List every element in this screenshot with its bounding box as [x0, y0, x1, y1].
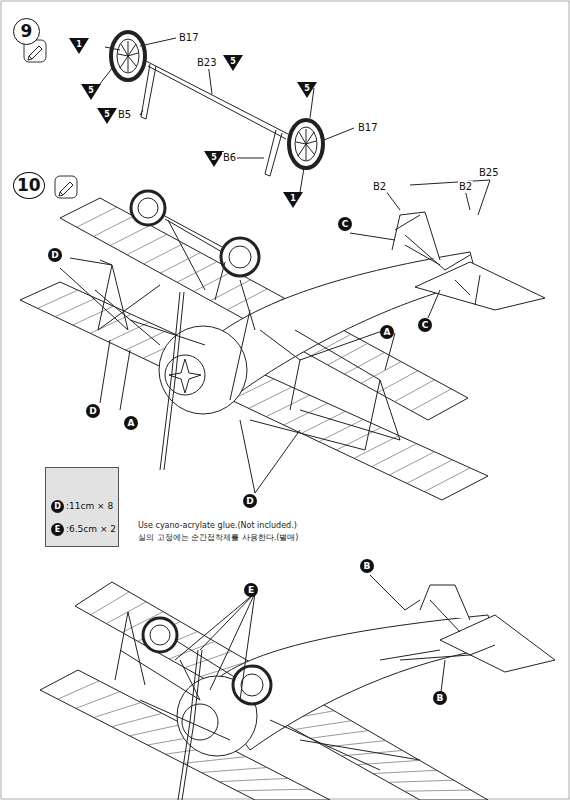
glue-marker: 5	[84, 86, 98, 96]
part-number: B23	[196, 57, 218, 69]
wing-rib	[130, 724, 183, 736]
wing-rib	[395, 380, 435, 402]
wing-rib	[378, 371, 418, 393]
glue-marker: 1	[72, 40, 86, 50]
wing-rib	[93, 216, 133, 236]
part-number: B5	[117, 109, 132, 121]
wing-rib	[249, 387, 292, 408]
wing-rib	[266, 395, 310, 417]
landing-gear	[95, 32, 354, 192]
wing-rib	[183, 757, 246, 764]
step-number: 10	[13, 172, 45, 199]
wing-rib	[91, 592, 129, 615]
wing-rib	[295, 721, 352, 730]
rigging-callout: D	[48, 248, 62, 262]
part-number: B6	[222, 152, 237, 164]
wing-rib	[389, 452, 434, 475]
wing-rib	[389, 780, 454, 782]
wing-rib	[108, 322, 149, 341]
wing-rib	[76, 692, 120, 709]
wing-rib	[373, 770, 437, 773]
part-number: B2	[458, 181, 473, 193]
rigging-callout: A	[124, 416, 138, 430]
wing-rib	[112, 713, 162, 726]
part-number: B2	[372, 181, 387, 193]
part-number: B17	[357, 122, 379, 134]
wing-rib	[144, 243, 184, 263]
instruction-note: Use cyano-acrylate glue.(Not included.)	[138, 521, 297, 531]
thread-length: :6.5cm × 2	[66, 524, 116, 534]
glue-triangle	[97, 108, 117, 124]
wing-rib	[407, 460, 453, 484]
glue-triangle	[223, 55, 243, 71]
glue-marker: 5	[300, 84, 314, 94]
step-number-text: 9	[14, 19, 39, 43]
wing-rib	[219, 778, 288, 781]
thread-length: :11cm × 8	[66, 501, 113, 511]
wing-rib	[77, 207, 117, 227]
thread-length: D	[51, 500, 64, 513]
wing-rib	[424, 468, 470, 492]
wing-rib	[328, 343, 368, 364]
rigging-callout: D	[243, 494, 257, 508]
rigging-callout: E	[244, 583, 258, 597]
glue-triangle	[81, 84, 101, 100]
wing-rib	[301, 411, 345, 433]
rigging-callout: D	[86, 404, 100, 418]
glue-marker: 1	[286, 194, 300, 204]
wing-rib	[227, 289, 267, 310]
glue-triangle	[297, 82, 317, 98]
wing-rib	[310, 731, 368, 739]
biplane-lower	[40, 575, 555, 800]
part-number: B25	[478, 167, 500, 179]
glue-triangle	[69, 38, 89, 54]
wing-rib	[372, 444, 417, 467]
rigging-callout: B	[433, 691, 447, 705]
wing-rib	[337, 428, 382, 451]
glue-marker: 5	[207, 153, 221, 163]
wing-rib	[127, 234, 167, 254]
wing-rib	[94, 703, 141, 718]
wing-rib	[55, 298, 95, 317]
glue-marker: 5	[226, 57, 240, 67]
glue-triangle	[204, 151, 224, 167]
wing-rib	[73, 306, 114, 325]
instruction-note: 실의 고정에는 순간접착제를 사용한다.(별매)	[138, 533, 298, 543]
rigging-callout: A	[380, 325, 394, 339]
rigging-callout: C	[418, 318, 432, 332]
rigging-callout: B	[360, 559, 374, 573]
wing-rib	[404, 790, 471, 791]
part-number: B17	[178, 32, 200, 44]
thread-length: E	[51, 523, 64, 536]
step-number: 9	[13, 18, 40, 45]
wing-rib	[211, 280, 251, 301]
wing-rib	[237, 789, 309, 791]
wing-rib	[177, 262, 217, 283]
wing-rib	[38, 290, 78, 308]
rigging-callout: C	[338, 217, 352, 231]
wing-rib	[201, 768, 267, 773]
step-number-text: 10	[14, 173, 44, 197]
wing-rib	[110, 225, 150, 245]
glue-marker: 5	[100, 110, 114, 120]
wing-rib	[411, 389, 451, 411]
wing-rib	[354, 436, 399, 459]
glue-triangle	[283, 192, 303, 208]
thread-legend: D:11cm × 8 E:6.5cm × 2	[45, 467, 119, 547]
biplane-upper	[20, 180, 545, 500]
wing-rib	[58, 681, 99, 699]
